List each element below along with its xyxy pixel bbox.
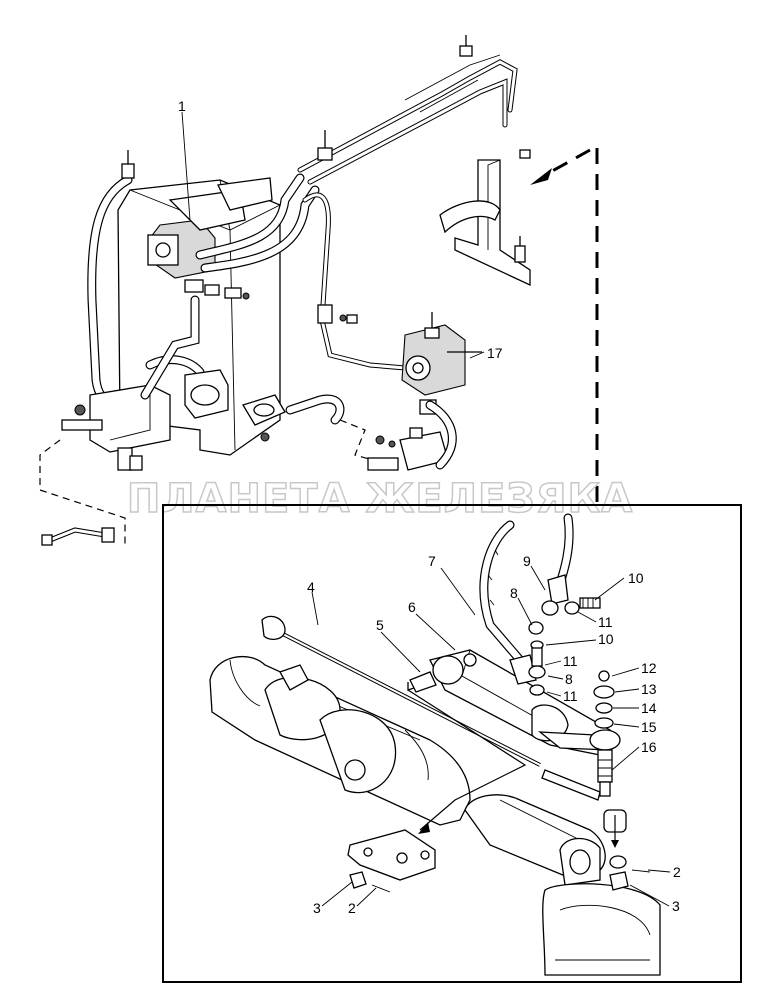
leader-lines (181, 111, 671, 907)
pump-supply-fittings (367, 400, 457, 471)
callout-3-right: 3 (672, 898, 680, 914)
callout-1: 1 (178, 98, 186, 114)
axle-right-end (464, 794, 661, 976)
front-axle-housing (209, 655, 471, 826)
tie-rod-bracket (347, 829, 436, 881)
callout-16: 16 (641, 739, 657, 755)
callout-6: 6 (408, 599, 416, 615)
callout-8-top: 8 (510, 585, 518, 601)
callout-2-left: 2 (348, 900, 356, 916)
detail-frame (162, 504, 742, 983)
callout-10-top: 10 (628, 570, 644, 586)
pump-fittings (184, 279, 250, 300)
control-valve-block (61, 384, 171, 471)
callout-5: 5 (376, 617, 384, 633)
mounting-bracket (439, 159, 531, 287)
filter-housing (184, 369, 229, 419)
auxiliary-pump (401, 312, 466, 415)
callout-8-mid: 8 (565, 671, 573, 687)
callout-15: 15 (641, 719, 657, 735)
callout-11-mid: 11 (563, 653, 578, 669)
castle-nuts-and-pins (349, 815, 651, 893)
loose-elbow-fitting (41, 527, 115, 546)
callout-11-low: 11 (563, 688, 578, 704)
steering-cylinder-detail (181, 111, 671, 976)
callout-4: 4 (307, 579, 315, 595)
fastener-stack (593, 670, 615, 729)
callout-labels: 1 17 4 5 6 7 9 10 8 11 10 11 8 11 12 13 … (178, 98, 681, 916)
watermark: ПЛАНЕТА ЖЕЛЕЗЯКА (127, 476, 633, 522)
callout-12: 12 (641, 660, 657, 676)
tank-flange (242, 394, 286, 442)
steering-cylinder (429, 649, 616, 756)
callout-3-left: 3 (313, 900, 321, 916)
callout-17: 17 (487, 345, 503, 361)
callout-10-mid: 10 (598, 631, 614, 647)
callout-11-top: 11 (598, 614, 613, 630)
ball-joint (589, 729, 621, 797)
pipe-clamp-bolts (317, 35, 531, 161)
cylinder-rod-end (409, 671, 437, 693)
callout-14: 14 (641, 700, 657, 716)
callout-13: 13 (641, 681, 657, 697)
callout-9: 9 (523, 553, 531, 569)
upper-hydraulic-assembly (39, 35, 599, 546)
callout-7: 7 (428, 553, 436, 569)
banjo-fittings (528, 597, 601, 696)
callout-2-right: 2 (673, 864, 681, 880)
